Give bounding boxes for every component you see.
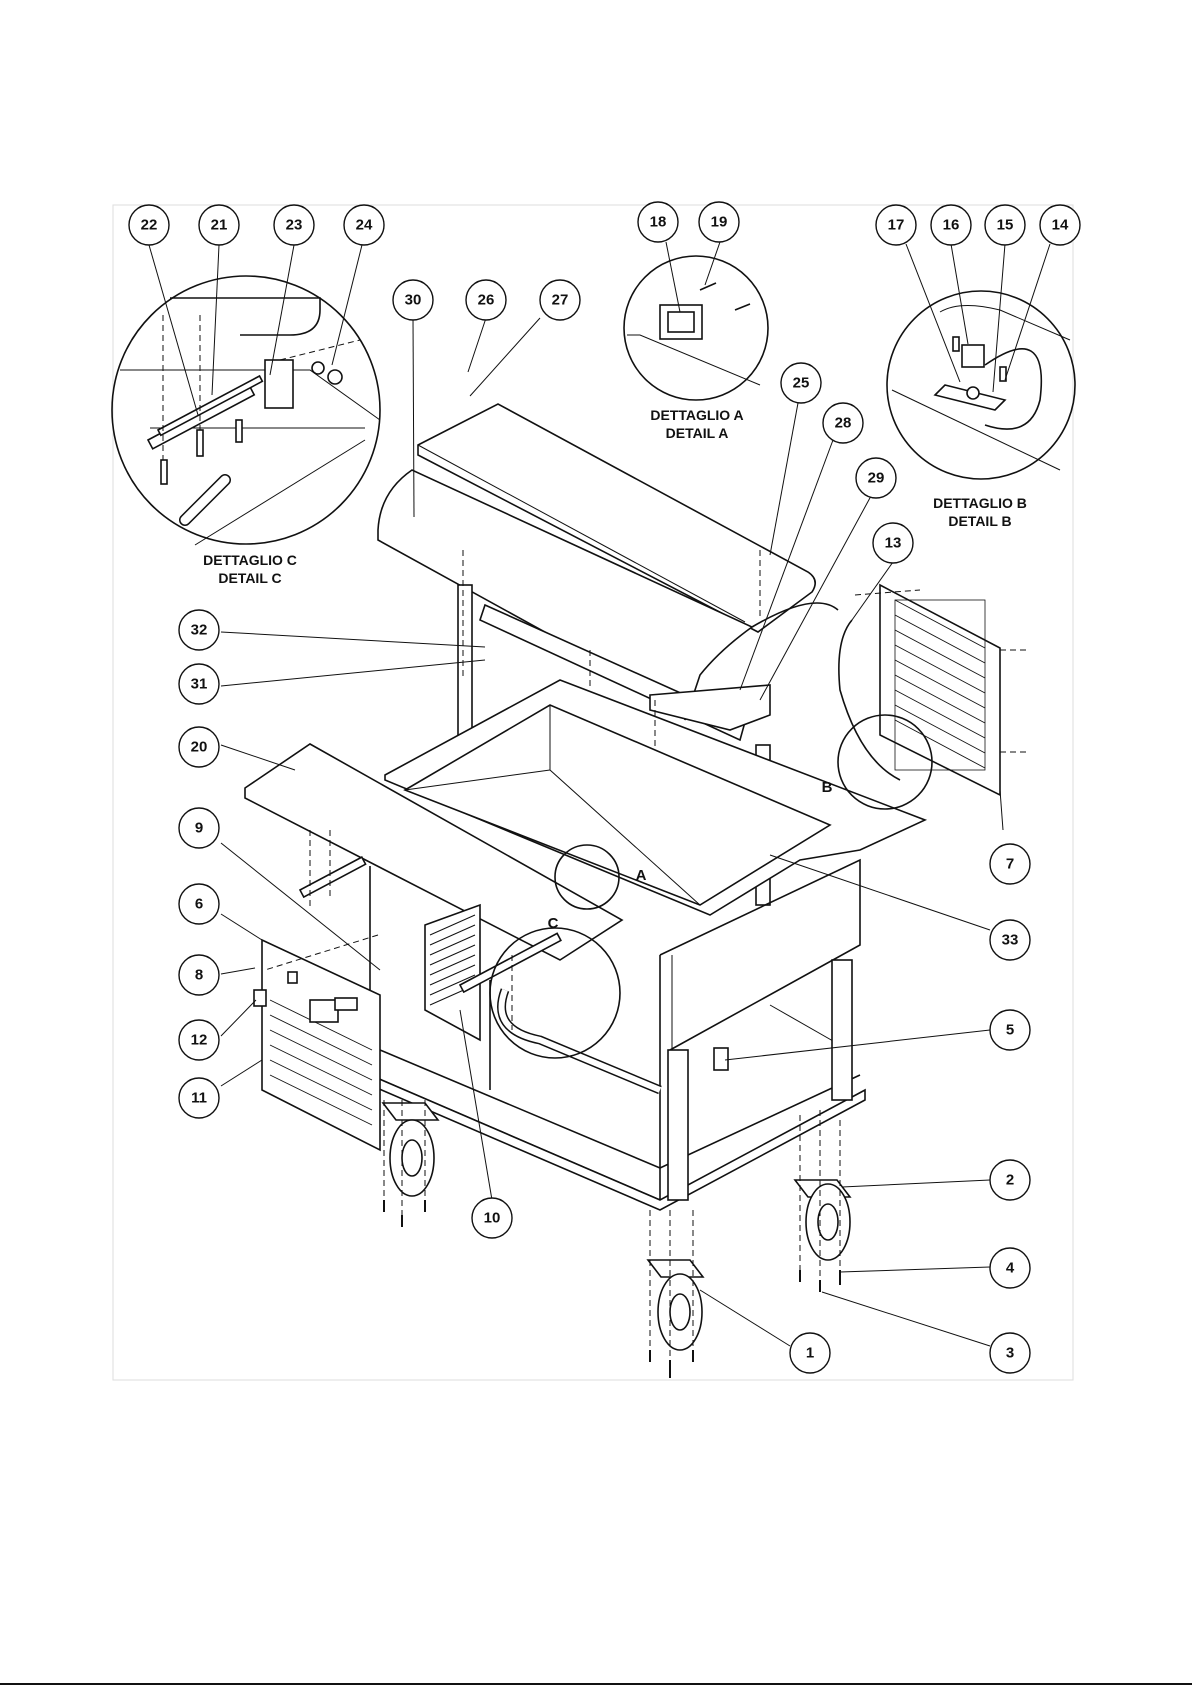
callout-4: 4 [990,1248,1030,1288]
detail-c-subtitle: DETAIL C [218,570,281,586]
svg-text:14: 14 [1052,217,1069,234]
svg-text:22: 22 [141,217,158,234]
svg-text:32: 32 [191,622,208,639]
detail-a-subtitle: DETAIL A [666,425,729,441]
callout-3: 3 [990,1333,1030,1373]
callout-16: 16 [931,205,971,245]
callout-10: 10 [472,1198,512,1238]
callout-28: 28 [823,403,863,443]
detail-b-title: DETTAGLIO B [933,495,1027,511]
callout-29: 29 [856,458,896,498]
svg-text:18: 18 [650,214,667,231]
callout-21: 21 [199,205,239,245]
callout-2: 2 [990,1160,1030,1200]
callout-33: 33 [990,920,1030,960]
svg-text:9: 9 [195,820,203,837]
detail-b-view [887,291,1075,479]
svg-text:5: 5 [1006,1022,1014,1039]
svg-text:19: 19 [711,214,728,231]
svg-text:30: 30 [405,292,422,309]
detail-c-title: DETTAGLIO C [203,552,297,568]
caster-rear-right [795,1180,850,1260]
svg-text:31: 31 [191,676,208,693]
callout-18: 18 [638,202,678,242]
svg-text:27: 27 [552,292,569,309]
svg-text:20: 20 [191,739,208,756]
svg-text:4: 4 [1006,1260,1015,1277]
callout-24: 24 [344,205,384,245]
callout-14: 14 [1040,205,1080,245]
detail-b-marker: B [822,779,833,796]
callout-22: 22 [129,205,169,245]
svg-text:1: 1 [806,1345,814,1362]
callout-8: 8 [179,955,219,995]
svg-text:26: 26 [478,292,495,309]
callout-26: 26 [466,280,506,320]
callout-1: 1 [790,1333,830,1373]
svg-text:2: 2 [1006,1172,1014,1189]
callout-27: 27 [540,280,580,320]
callout-30: 30 [393,280,433,320]
svg-text:10: 10 [484,1210,501,1227]
callout-31: 31 [179,664,219,704]
callout-20: 20 [179,727,219,767]
svg-text:6: 6 [195,896,203,913]
svg-text:16: 16 [943,217,960,234]
svg-text:8: 8 [195,967,203,984]
svg-text:25: 25 [793,375,810,392]
callout-6: 6 [179,884,219,924]
detail-c-view [112,276,380,545]
callout-23: 23 [274,205,314,245]
detail-a-marker: A [636,867,647,884]
svg-text:12: 12 [191,1032,208,1049]
callout-13: 13 [873,523,913,563]
detail-c-marker: C [548,915,559,932]
svg-text:17: 17 [888,217,905,234]
svg-text:21: 21 [211,217,228,234]
svg-text:7: 7 [1006,856,1014,873]
callout-12: 12 [179,1020,219,1060]
svg-text:11: 11 [191,1090,207,1107]
caster-front-right [648,1260,703,1350]
detail-a-title: DETTAGLIO A [650,407,743,423]
callout-5: 5 [990,1010,1030,1050]
svg-text:3: 3 [1006,1345,1014,1362]
svg-text:24: 24 [356,217,373,234]
svg-text:28: 28 [835,415,852,432]
callout-11: 11 [179,1078,219,1118]
svg-text:15: 15 [997,217,1014,234]
callout-15: 15 [985,205,1025,245]
callout-25: 25 [781,363,821,403]
svg-text:23: 23 [286,217,303,234]
caster-front-left [383,1103,438,1196]
svg-text:13: 13 [885,535,902,552]
svg-text:29: 29 [868,470,885,487]
callout-7: 7 [990,844,1030,884]
detail-b-subtitle: DETAIL B [948,513,1011,529]
callout-9: 9 [179,808,219,848]
callout-17: 17 [876,205,916,245]
callout-19: 19 [699,202,739,242]
callout-32: 32 [179,610,219,650]
svg-text:33: 33 [1002,932,1019,949]
detail-a-view [624,256,768,400]
